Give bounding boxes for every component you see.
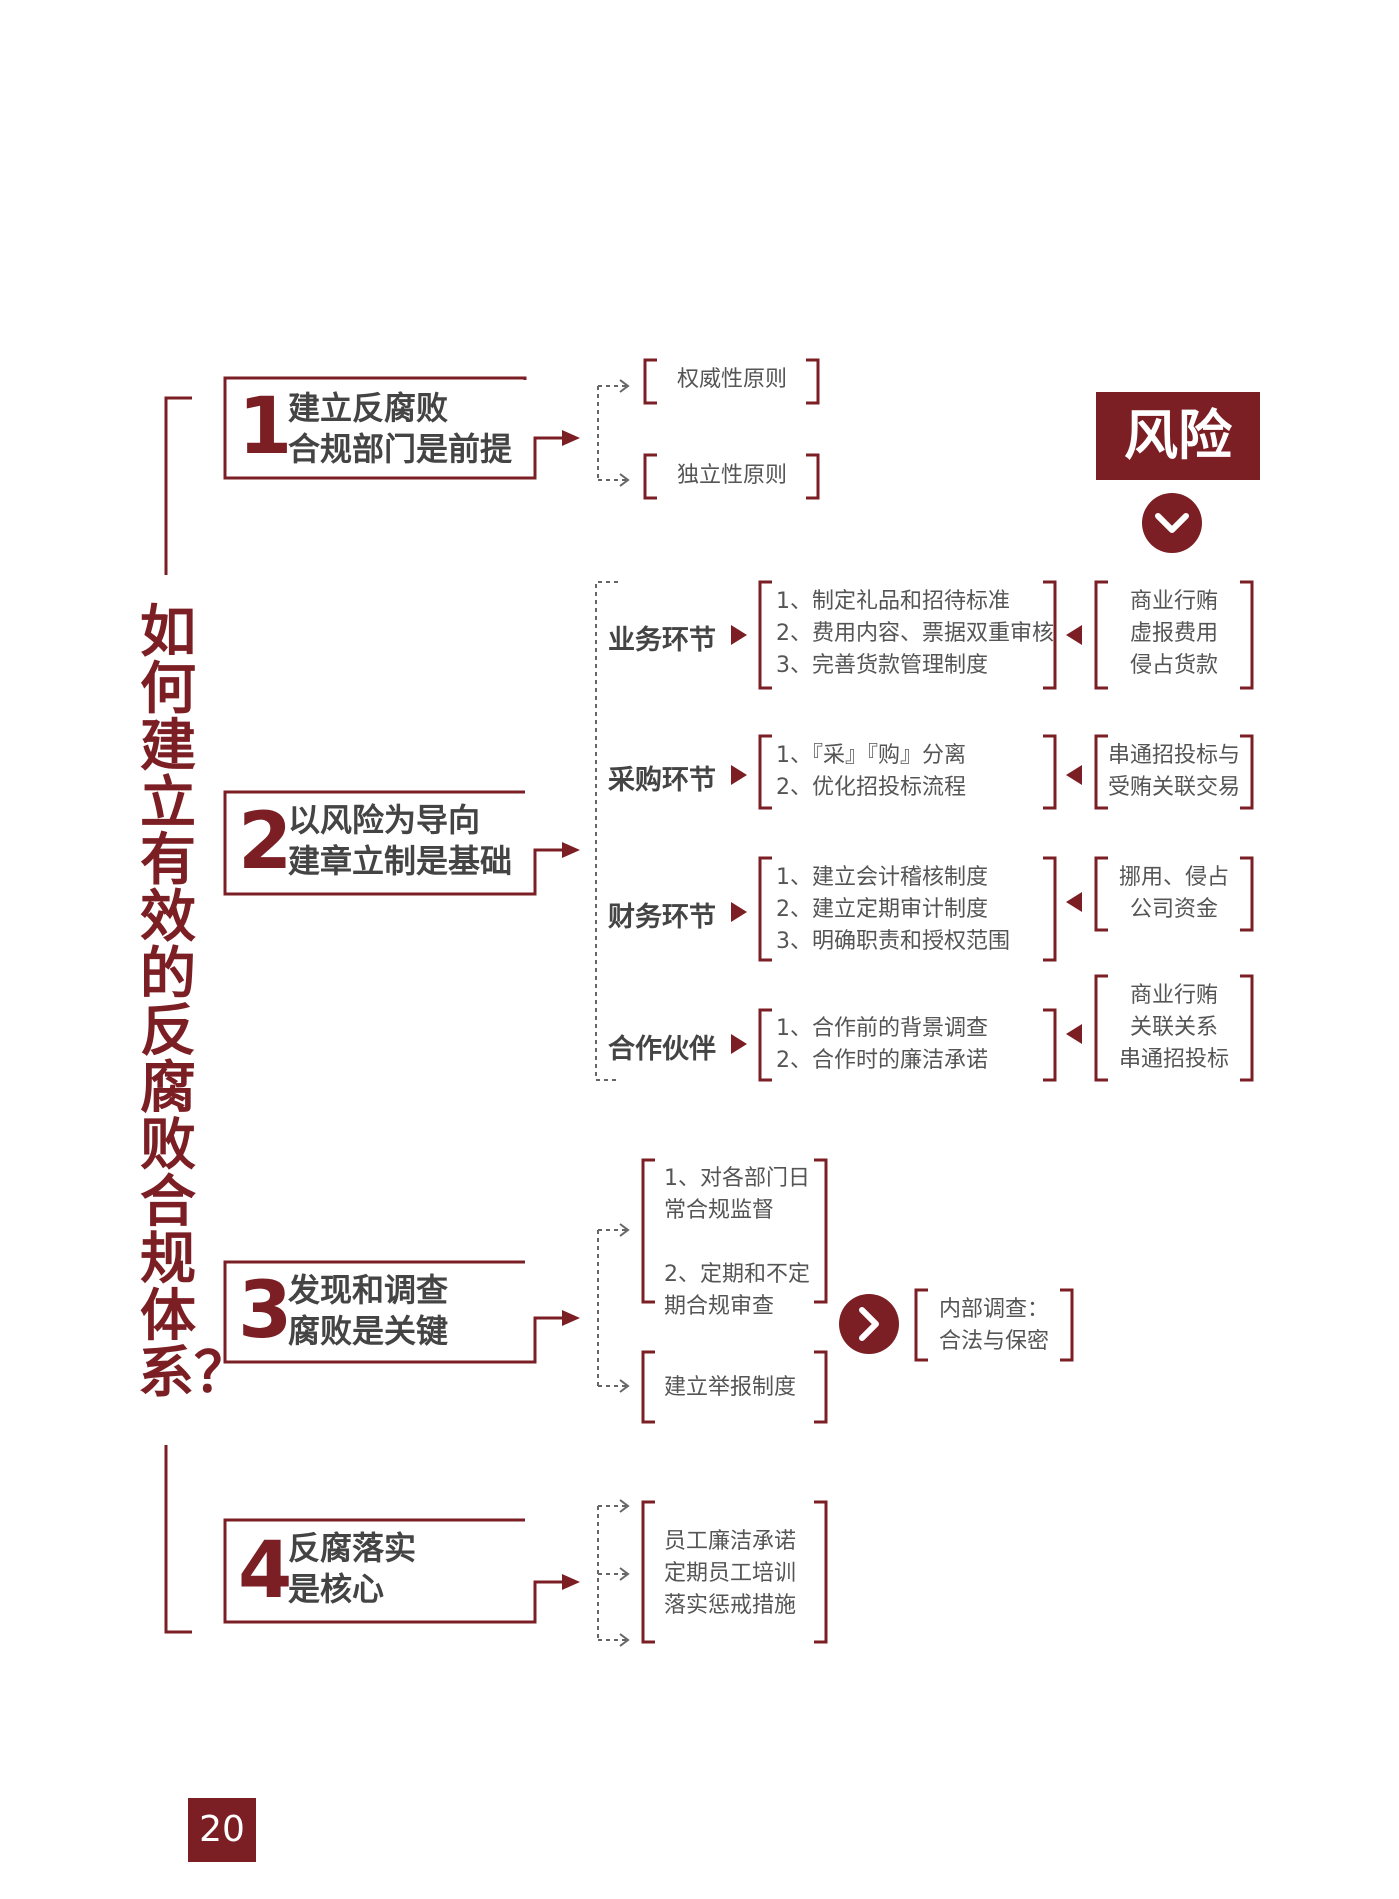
- step-number: 3: [238, 1272, 292, 1350]
- supervision-item: 1、对各部门日 常合规监督 2、定期和不定 期合规审查: [664, 1163, 810, 1323]
- measure-list: 1、『采』『购』分离 2、优化招投标流程: [776, 740, 966, 804]
- measure-list: 1、合作前的背景调查 2、合作时的廉洁承诺: [776, 1013, 988, 1077]
- implementation-list: 员工廉洁承诺 定期员工培训 落实惩戒措施: [664, 1526, 796, 1622]
- step-text: 以风险为导向 建章立制是基础: [288, 800, 512, 882]
- step-number: 1: [238, 388, 292, 466]
- measure-list: 1、制定礼品和招待标准 2、费用内容、票据双重审核 3、完善货款管理制度: [776, 586, 1054, 682]
- stage-label: 合作伙伴: [608, 1027, 716, 1066]
- step-text: 发现和调查 腐败是关键: [288, 1270, 448, 1352]
- investigation-result: 内部调查： 合法与保密: [928, 1294, 1060, 1358]
- chevron-right-icon: [839, 1294, 899, 1354]
- stage-label: 业务环节: [608, 618, 716, 657]
- principle-item: 独立性原则: [657, 460, 807, 492]
- step-text: 反腐落实 是核心: [288, 1528, 416, 1610]
- page-number: 20: [188, 1798, 256, 1862]
- risk-label: 风险: [1096, 392, 1260, 480]
- chevron-down-icon: [1142, 493, 1202, 553]
- risk-list: 串通招投标与 受贿关联交易: [1102, 740, 1246, 804]
- stage-label: 财务环节: [608, 895, 716, 934]
- stage-label: 采购环节: [608, 758, 716, 797]
- measure-list: 1、建立会计稽核制度 2、建立定期审计制度 3、明确职责和授权范围: [776, 862, 1010, 958]
- reporting-item: 建立举报制度: [664, 1372, 796, 1404]
- step-number: 2: [238, 803, 292, 881]
- principle-item: 权威性原则: [657, 364, 807, 396]
- risk-list: 商业行贿 虚报费用 侵占货款: [1108, 586, 1240, 682]
- step-number: 4: [238, 1532, 292, 1610]
- page-title: 如何建立有效的反腐败合规体系？: [138, 604, 198, 1402]
- risk-list: 商业行贿 关联关系 串通招投标: [1102, 980, 1246, 1076]
- risk-list: 挪用、侵占 公司资金: [1108, 862, 1240, 926]
- step-text: 建立反腐败 合规部门是前提: [288, 388, 512, 470]
